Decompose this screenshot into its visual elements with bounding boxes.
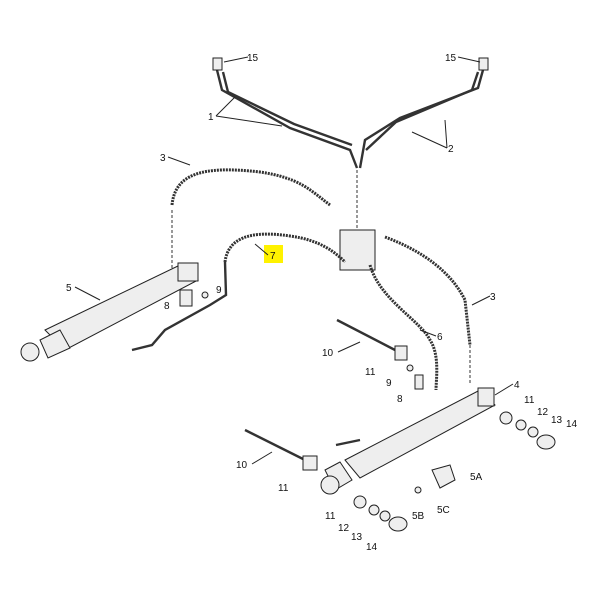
cylinder-left: [20, 262, 199, 362]
callout-11: 11: [524, 395, 535, 406]
callout-8: 8: [397, 394, 403, 405]
callout-highlight: [264, 245, 283, 263]
callout-3: 3: [160, 153, 166, 164]
callout-7-highlighted[interactable]: 7: [270, 251, 276, 262]
hardware: [201, 291, 556, 532]
callout-10: 10: [322, 348, 334, 359]
callout-12: 12: [537, 407, 549, 418]
cylinder-right: [320, 387, 496, 495]
callout-5b: 5B: [412, 511, 425, 522]
callout-4: 4: [514, 380, 520, 391]
callout-9: 9: [386, 378, 392, 389]
callout-13: 13: [551, 415, 563, 426]
leader-lines: [74, 56, 514, 465]
callout-5: 5: [66, 283, 72, 294]
callout-6: 6: [437, 332, 443, 343]
callout-11: 11: [365, 367, 376, 378]
callout-2: 2: [448, 144, 454, 155]
callout-3: 3: [490, 292, 496, 303]
callout-10: 10: [236, 460, 248, 471]
callout-13: 13: [351, 532, 363, 543]
callout-5a: 5A: [470, 472, 483, 483]
callout-14: 14: [566, 419, 578, 430]
callout-15: 15: [247, 53, 259, 64]
callout-15: 15: [445, 53, 457, 64]
hoses: [131, 168, 472, 447]
callout-labels: 15 15 1 2 3 3 7 5 9 8 6 10 11 9 8 4 11 1…: [66, 53, 578, 553]
callout-8: 8: [164, 301, 170, 312]
callout-11: 11: [278, 483, 289, 494]
callout-14: 14: [366, 542, 378, 553]
callout-12: 12: [338, 523, 350, 534]
callout-1: 1: [208, 112, 214, 123]
callout-5c: 5C: [437, 505, 450, 516]
callout-11: 11: [325, 511, 336, 522]
callout-9: 9: [216, 285, 222, 296]
tube-assembly-upper: [212, 57, 489, 271]
